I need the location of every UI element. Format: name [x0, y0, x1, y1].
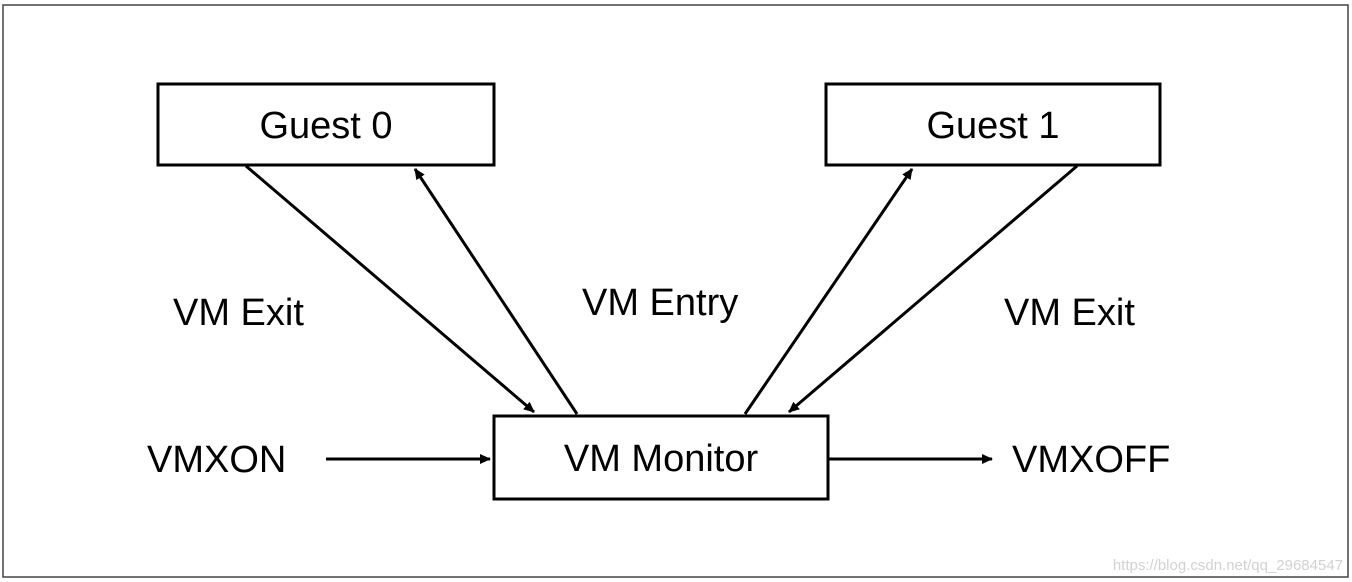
outer-frame [2, 4, 1349, 578]
vmxoff-label: VMXOFF [1012, 439, 1170, 481]
vm-monitor-box [492, 414, 830, 501]
guest-0-node: Guest 0 [156, 82, 496, 167]
vm-exit-right-label: VM Exit [1004, 292, 1135, 334]
arrow-guest1-exit [788, 164, 1078, 414]
watermark-text: https://blog.csdn.net/qq_29684547 [1113, 557, 1343, 574]
guest-1-box [824, 82, 1162, 167]
guest-1-label: Guest 1 [926, 105, 1059, 147]
vm-exit-left-label: VM Exit [173, 292, 304, 334]
guest-0-label: Guest 0 [259, 105, 392, 147]
vm-monitor-node: VM Monitor [492, 414, 830, 501]
guest-0-box [156, 82, 496, 167]
guest-1-node: Guest 1 [824, 82, 1162, 167]
vm-monitor-label: VM Monitor [564, 438, 759, 480]
arrow-guest1-entry [743, 168, 914, 415]
arrow-guest0-entry [413, 168, 579, 415]
vm-entry-label: VM Entry [582, 282, 738, 324]
arrow-guest0-exit [245, 164, 535, 414]
vmxon-label: VMXON [147, 439, 286, 481]
